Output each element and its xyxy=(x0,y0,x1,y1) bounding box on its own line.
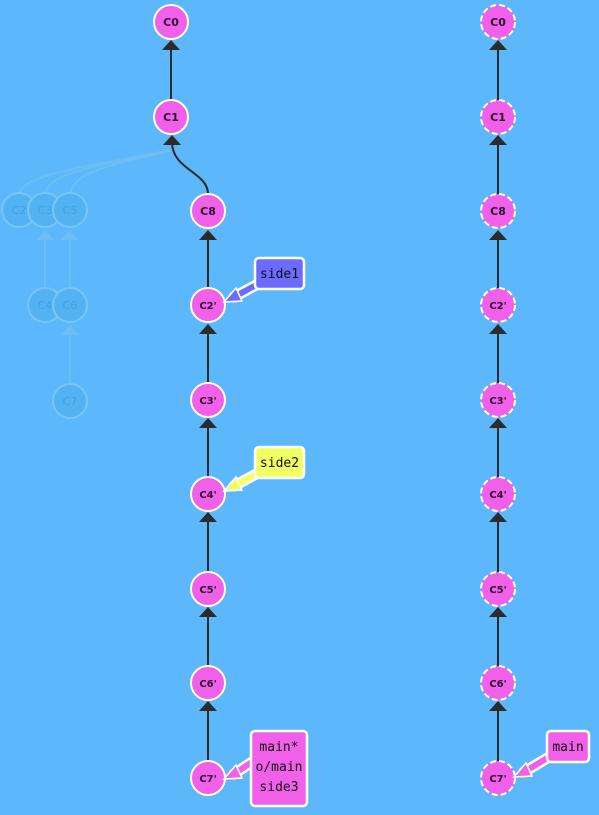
arrowhead xyxy=(489,607,507,617)
remote-commit-c7-prime[interactable]: C7' xyxy=(480,760,516,796)
svg-text:C0: C0 xyxy=(163,16,179,29)
svg-text:C4': C4' xyxy=(199,490,216,501)
arrowhead xyxy=(199,512,217,522)
commit-c3-prime[interactable]: C3' xyxy=(190,382,226,418)
ghost-commit-c5: C5 xyxy=(52,192,88,228)
commit-c6-prime[interactable]: C6' xyxy=(190,665,226,701)
remote-commit-c3-prime[interactable]: C3' xyxy=(480,382,516,418)
ghost-edge xyxy=(44,149,172,197)
ghost-edge xyxy=(69,149,172,197)
svg-text:C2': C2' xyxy=(489,301,506,312)
branch-side1[interactable]: side1 xyxy=(222,256,306,303)
ghost-edge xyxy=(18,149,172,197)
svg-text:C3: C3 xyxy=(38,204,53,217)
arrowhead xyxy=(489,418,507,428)
remote-commit-c5-prime[interactable]: C5' xyxy=(480,571,516,607)
ghost-arrowhead xyxy=(36,230,54,240)
commit-c4-prime[interactable]: C4' xyxy=(190,476,226,512)
svg-text:side2: side2 xyxy=(260,456,299,471)
ghost-arrowhead xyxy=(61,230,79,240)
svg-text:C3': C3' xyxy=(199,396,216,407)
svg-text:C5': C5' xyxy=(199,585,216,596)
arrowhead xyxy=(489,324,507,334)
svg-text:C2': C2' xyxy=(199,301,216,312)
svg-text:C4': C4' xyxy=(489,490,506,501)
local-arrowheads xyxy=(162,40,217,711)
svg-text:side1: side1 xyxy=(260,267,299,282)
ghost-tree: C2 C3 C5 C4 C6 C7 xyxy=(1,149,172,419)
branch-main-o-main-side3[interactable]: main* o/main side3 xyxy=(222,729,309,808)
remote-branch-main[interactable]: main xyxy=(512,729,591,778)
remote-commit-c4-prime[interactable]: C4' xyxy=(480,476,516,512)
edge-c8-c1 xyxy=(171,141,209,195)
remote-arrowheads xyxy=(489,40,507,711)
local-commits: C0 C1 C8 C2' C3' C4' C5' C6' xyxy=(153,4,226,796)
commit-c7-prime[interactable]: C7' xyxy=(190,760,226,796)
svg-text:C7': C7' xyxy=(489,774,506,785)
remote-commit-c0[interactable]: C0 xyxy=(480,4,516,40)
branch-side2[interactable]: side2 xyxy=(222,445,306,492)
arrowhead xyxy=(489,40,507,50)
svg-text:side3: side3 xyxy=(259,780,298,795)
remote-commit-c1[interactable]: C1 xyxy=(480,99,516,135)
svg-text:C7: C7 xyxy=(63,395,78,408)
commit-c1[interactable]: C1 xyxy=(153,99,189,135)
svg-text:C8: C8 xyxy=(490,205,506,218)
arrowhead xyxy=(199,607,217,617)
svg-text:C5': C5' xyxy=(489,585,506,596)
remote-commit-c6-prime[interactable]: C6' xyxy=(480,665,516,701)
arrowhead xyxy=(489,512,507,522)
arrowhead xyxy=(163,135,181,145)
svg-text:C7': C7' xyxy=(199,774,216,785)
svg-text:C5: C5 xyxy=(63,204,78,217)
ghost-commit-c6: C6 xyxy=(52,287,88,323)
svg-text:C2: C2 xyxy=(12,204,27,217)
svg-text:C6': C6' xyxy=(199,679,216,690)
svg-text:C6: C6 xyxy=(63,299,78,312)
arrowhead xyxy=(489,701,507,711)
svg-text:main*: main* xyxy=(259,740,298,755)
svg-text:C0: C0 xyxy=(490,16,506,29)
local-edges xyxy=(170,50,209,761)
svg-text:C6': C6' xyxy=(489,679,506,690)
ghost-commit-c7: C7 xyxy=(52,383,88,419)
arrowhead xyxy=(489,135,507,145)
commit-c2-prime[interactable]: C2' xyxy=(190,287,226,323)
remote-commits: C0 C1 C8 C2' C3' C4' C5' C6' xyxy=(480,4,516,796)
svg-text:o/main: o/main xyxy=(256,760,303,775)
arrowhead xyxy=(489,230,507,240)
svg-text:main: main xyxy=(552,740,583,755)
arrowhead xyxy=(199,230,217,240)
arrowhead xyxy=(199,701,217,711)
arrowhead xyxy=(199,418,217,428)
commit-c0[interactable]: C0 xyxy=(153,4,189,40)
svg-text:C1: C1 xyxy=(163,111,179,124)
remote-commit-c8[interactable]: C8 xyxy=(480,193,516,229)
arrowhead xyxy=(199,324,217,334)
svg-text:C4: C4 xyxy=(38,299,53,312)
commit-c5-prime[interactable]: C5' xyxy=(190,571,226,607)
arrowhead xyxy=(162,40,180,50)
remote-commit-c2-prime[interactable]: C2' xyxy=(480,287,516,323)
ghost-arrowhead xyxy=(61,325,79,335)
commit-c8[interactable]: C8 xyxy=(190,193,226,229)
svg-text:C3': C3' xyxy=(489,396,506,407)
svg-text:C1: C1 xyxy=(490,111,506,124)
svg-text:C8: C8 xyxy=(200,205,216,218)
